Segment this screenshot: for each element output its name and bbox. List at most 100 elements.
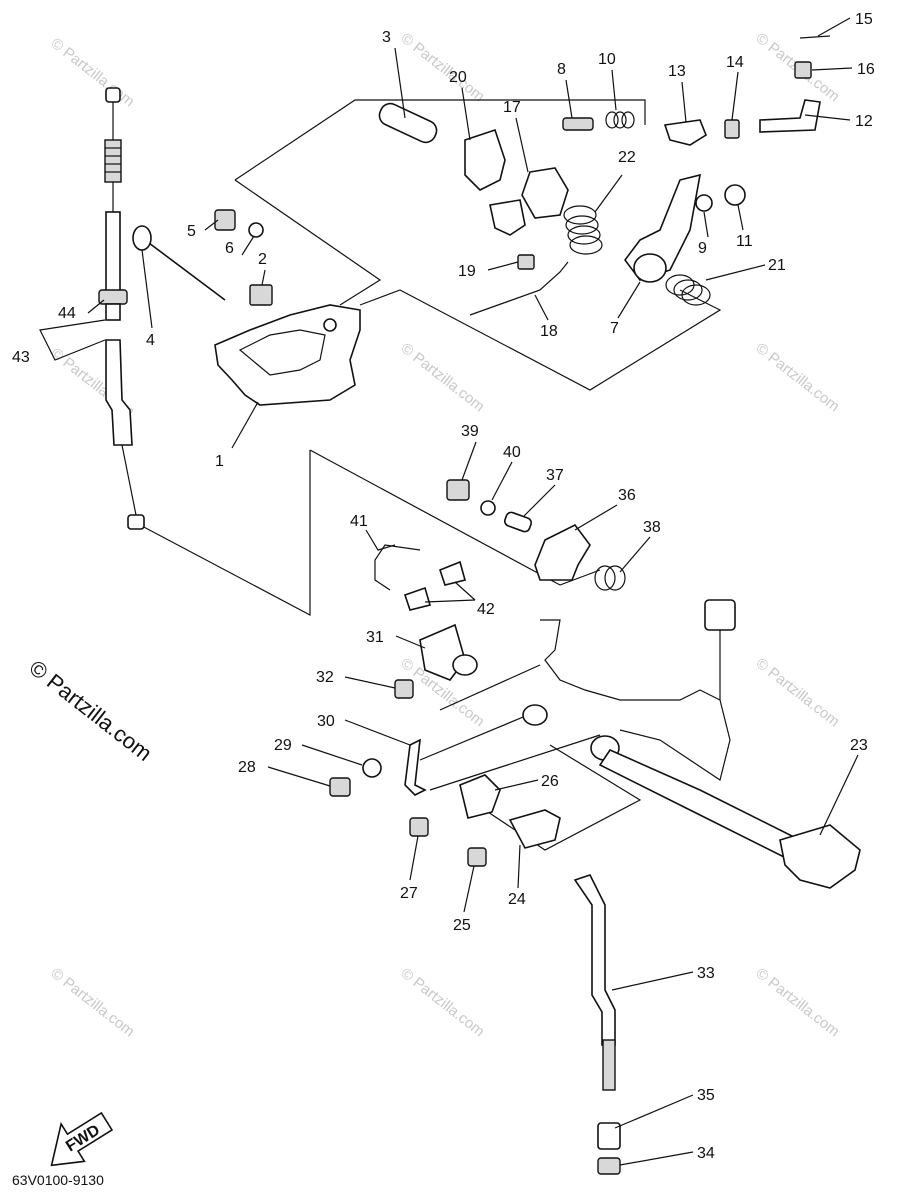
upper-linkage (378, 35, 831, 316)
grip-23-top (704, 599, 736, 631)
upper-group-outline-left (234, 179, 382, 306)
spring-10 (605, 111, 635, 129)
callout-19: 19 (458, 263, 476, 280)
callout-1: 1 (215, 453, 224, 470)
nut-14 (724, 119, 740, 139)
rod-33 (573, 874, 616, 1046)
plate-30 (404, 738, 427, 796)
screw-25 (467, 847, 487, 867)
pivot-boss (522, 704, 548, 726)
lower-case-outline (540, 619, 731, 781)
long-bolt-shank (144, 239, 226, 301)
watermark: © Partzilla.com (753, 655, 843, 731)
cable-end-cap (105, 87, 121, 103)
callout-2: 2 (258, 251, 267, 268)
washer-9 (695, 194, 713, 212)
callout-40: 40 (503, 444, 521, 461)
callout-23: 23 (850, 737, 868, 754)
pivot-line (429, 734, 601, 791)
long-bolt-head (132, 225, 152, 251)
throttle-cable (98, 87, 145, 530)
bracket (214, 304, 361, 406)
callout-11: 11 (736, 233, 753, 250)
bolt-28 (329, 777, 351, 797)
callout-20: 20 (449, 69, 467, 86)
collar-17 (521, 167, 569, 219)
watermark: © Partzilla.com (48, 35, 138, 111)
upper-group-outline-bottom (359, 289, 722, 391)
rod-18 (469, 261, 569, 316)
handle-23 (779, 824, 861, 889)
callout-32: 32 (316, 669, 334, 686)
cable-bottom-end (127, 514, 145, 530)
spring-21 (665, 274, 711, 306)
callout-33: 33 (697, 965, 715, 982)
callout-35: 35 (697, 1087, 715, 1104)
middle-group-outline (139, 450, 311, 616)
callout-21: 21 (768, 257, 786, 274)
collar-20 (464, 128, 506, 191)
bolt-5 (214, 209, 236, 231)
callout-16: 16 (857, 61, 875, 78)
diagram-code: 63V0100-9130 (12, 1172, 104, 1188)
middle-group-outline-top (309, 449, 601, 586)
callout-10: 10 (598, 51, 616, 68)
cable-rod (105, 211, 121, 293)
washer-40 (480, 500, 496, 516)
callout-24: 24 (508, 891, 526, 908)
washer-6 (248, 222, 264, 238)
callout-18: 18 (540, 323, 558, 340)
callout-42: 42 (477, 601, 495, 618)
rod-41 (374, 544, 421, 591)
callout-26: 26 (541, 773, 559, 790)
cable-sheath (105, 339, 133, 446)
screw-27 (409, 817, 429, 837)
callout-39: 39 (461, 423, 479, 440)
callout-4: 4 (146, 332, 155, 349)
callout-31: 31 (366, 629, 384, 646)
block-26 (459, 774, 501, 819)
callout-44: 44 (58, 305, 76, 322)
pivot-line-3 (439, 664, 541, 711)
leader-lines (39, 17, 859, 1166)
nut-16 (794, 61, 812, 79)
rod-33-thread (602, 1039, 616, 1091)
callout-22: 22 (618, 149, 636, 166)
cam-31-boss (452, 654, 478, 676)
cable-nut (98, 289, 128, 305)
arm-7-boss (633, 253, 667, 283)
spring-22 (563, 205, 603, 255)
clip-42-b (403, 586, 432, 611)
fwd-arrow-icon: FWD (50, 1111, 114, 1167)
callout-9: 9 (698, 240, 707, 257)
tube-3 (378, 102, 438, 144)
cable-rod-end (105, 303, 121, 321)
watermarks: © Partzilla.com © Partzilla.com © Partzi… (48, 30, 843, 1041)
callout-5: 5 (187, 223, 196, 240)
callout-12: 12 (855, 113, 873, 130)
callout-38: 38 (643, 519, 661, 536)
cable-thread-marks (105, 147, 121, 173)
callout-7: 7 (610, 320, 619, 337)
lever-13 (663, 119, 707, 146)
watermark: © Partzilla.com (398, 965, 488, 1041)
callout-27: 27 (400, 885, 418, 902)
arm-7 (624, 173, 702, 281)
washer-29 (362, 758, 382, 778)
callout-29: 29 (274, 737, 292, 754)
watermark: © Partzilla.com (753, 965, 843, 1041)
holder-17 (489, 199, 526, 236)
pivot-line-2 (419, 709, 541, 761)
watermark: © Partzilla.com (398, 340, 488, 416)
sleeve-35 (597, 1122, 621, 1150)
bracket-24 (508, 809, 561, 849)
callout-43: 43 (12, 349, 30, 366)
bolt-39 (446, 479, 470, 501)
lever-36 (534, 523, 591, 581)
screw-32 (394, 679, 414, 699)
callout-13: 13 (668, 63, 686, 80)
screw-8 (562, 117, 594, 131)
pin-37 (503, 511, 533, 533)
group-outlines (139, 99, 722, 851)
callout-30: 30 (317, 713, 335, 730)
